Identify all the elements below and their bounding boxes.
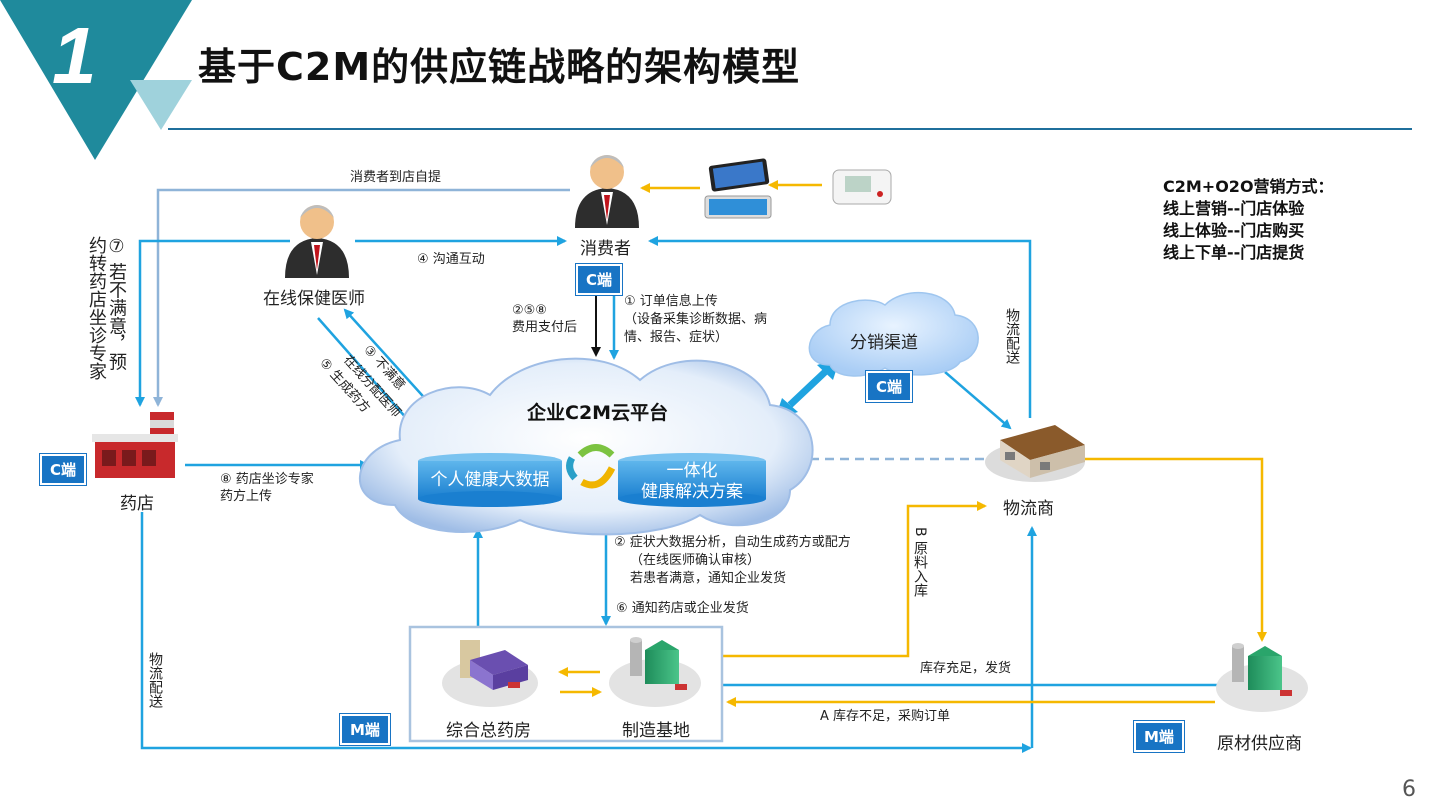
logistics-warehouse-icon (985, 425, 1085, 482)
communicate-label: ④ 沟通互动 (417, 252, 485, 267)
tablet-devices-icon (704, 158, 772, 219)
order-label-3: 情、报告、症状） (624, 330, 729, 345)
db-right-label-2: 健康解决方案 (641, 482, 743, 502)
pickup-arrow (153, 188, 570, 407)
db-right-label-1: 一体化 (666, 461, 718, 481)
payment-label-2: 费用支付后 (512, 320, 578, 335)
pharmacy-upload-label-1: ⑧ 药店坐诊专家 (220, 472, 314, 487)
supplier-icon (1216, 643, 1308, 712)
stock-ok-label: 库存充足，发货 (920, 661, 1012, 676)
m-side-box (408, 625, 724, 743)
marketing-note-line-2: 线上体验--门店购买 (1163, 221, 1305, 240)
db-left-label: 个人健康大数据 (430, 470, 550, 490)
analysis-label-2: （在线医师确认审核） (630, 553, 761, 568)
c-side-badge-distribution: C端 (866, 371, 913, 402)
db-right (618, 453, 766, 507)
slide-number: 1 (52, 11, 97, 100)
page-title: 基于C2M的供应链战略的架构模型 (198, 45, 801, 89)
supplier-label: 原材供应商 (1217, 734, 1302, 754)
logistics-delivery-label-right: 物流配送 (1004, 308, 1020, 364)
analysis-label-1: ② 症状大数据分析，自动生成药方或配方 (614, 535, 851, 550)
db-left (418, 453, 562, 507)
c-side-badge-pharmacy: C端 (40, 454, 87, 485)
header-small-triangle (130, 80, 192, 130)
platform-label: 企业C2M云平台 (527, 402, 669, 424)
marketing-note-line-3: 线上下单--门店提货 (1163, 243, 1305, 262)
pickup-label: 消费者到店自提 (350, 170, 442, 185)
order-label-2: （设备采集诊断数据、病 (624, 312, 768, 327)
marketing-note-line-1: 线上营销--门店体验 (1163, 199, 1305, 218)
consumer-person-icon (575, 155, 639, 228)
referral-arrow (135, 239, 290, 407)
factory-icon (609, 637, 701, 707)
doctor-person-icon (285, 205, 349, 278)
pharmacy-logistics-arrow (140, 512, 1032, 753)
m-side-badge-factory: M端 (340, 714, 390, 745)
factory-label: 制造基地 (622, 721, 690, 741)
stock-low-label: A 库存不足，采购订单 (820, 709, 951, 724)
analysis-label-3: 若患者满意，通知企业发货 (630, 571, 787, 586)
recycle-icon (566, 444, 616, 489)
payment-label-1: ②⑤⑧ (512, 303, 547, 318)
consumer-label: 消费者 (580, 239, 631, 259)
central-pharmacy-label: 综合总药房 (446, 721, 531, 741)
marketing-note: C2M+O2O营销方式： 线上营销--门店体验 线上体验--门店购买 线上下单-… (1163, 176, 1334, 264)
logistics-label: 物流商 (1003, 499, 1054, 519)
marketing-note-title: C2M+O2O营销方式： (1163, 177, 1334, 196)
pharmacy-label: 药店 (120, 494, 154, 514)
logistics-delivery-label-left: 物流配送 (147, 652, 163, 708)
pharmacy-upload-label-2: 药方上传 (220, 489, 273, 504)
prescription-arrow (317, 317, 417, 430)
notify-label: ⑥ 通知药店或企业发货 (616, 601, 749, 616)
distribution-to-logistics-arrow (944, 371, 1012, 430)
pharmacy-building-icon (92, 412, 178, 478)
m-side-badge-supplier: M端 (1134, 721, 1184, 752)
logistics-to-supplier-arrow (1085, 457, 1267, 642)
central-pharmacy-icon (442, 640, 538, 707)
order-label-1: ① 订单信息上传 (624, 294, 718, 309)
distribution-cloud (808, 291, 979, 377)
header-decoration (0, 0, 1412, 160)
cloud-distribution-arrow (787, 369, 828, 408)
raw-material-label: B 原料入库 (912, 527, 928, 598)
blood-pressure-monitor-icon (832, 169, 892, 205)
c-side-badge-consumer: C端 (576, 264, 623, 295)
page-number: 6 (1402, 777, 1416, 802)
header-triangle (0, 0, 192, 160)
raw-material-arrow (722, 501, 987, 658)
doctor-label: 在线保健医师 (263, 289, 365, 309)
distribution-label: 分销渠道 (850, 333, 918, 353)
referral-label: ⑦ 若不满意，预约转药店坐诊专家 (86, 236, 127, 380)
logistics-to-consumer-arrow (648, 236, 1032, 418)
